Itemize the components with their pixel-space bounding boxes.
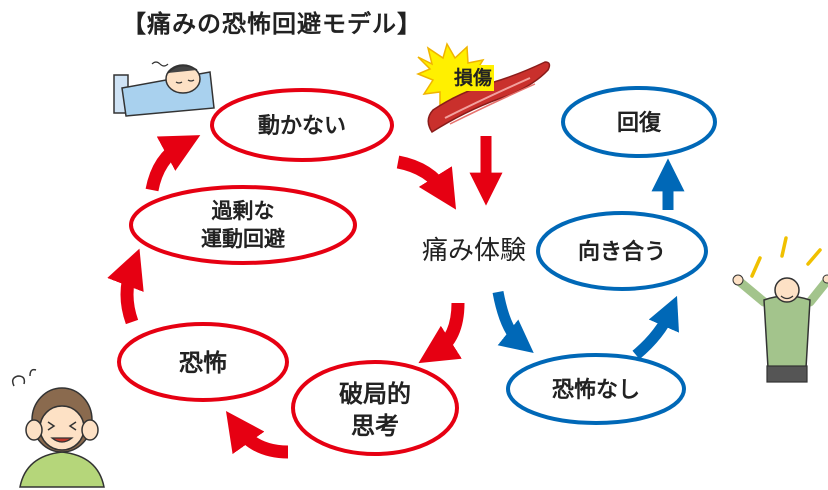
pain-experience-label: 痛み体験 xyxy=(422,236,526,266)
node-no-fear: 恐怖なし xyxy=(506,353,686,425)
arrow-no-fear-to-confronting xyxy=(632,295,679,360)
node-excessive-avoidance-line2: 運動回避 xyxy=(201,227,285,251)
node-catastrophizing-line2: 思考 xyxy=(351,412,399,440)
node-catastrophizing-line1: 破局的 xyxy=(339,380,411,408)
node-fear-label: 恐怖 xyxy=(179,349,227,377)
arrow-not-moving-to-pain xyxy=(396,155,457,210)
node-excessive-avoidance: 過剰な 運動回避 xyxy=(129,185,357,265)
recovery-arrows xyxy=(492,158,685,360)
diagram-title: 【痛みの恐怖回避モデル】 xyxy=(122,10,422,38)
cheering-person-icon xyxy=(732,236,828,383)
distressed-person-icon xyxy=(11,368,105,488)
node-fear: 恐怖 xyxy=(117,322,289,402)
node-confronting: 向き合う xyxy=(536,211,708,291)
arrow-avoidance-to-not-moving xyxy=(145,135,201,192)
arrow-fear-to-avoidance xyxy=(107,248,144,325)
node-not-moving: 動かない xyxy=(210,88,394,162)
node-excessive-avoidance-line1: 過剰な xyxy=(212,199,275,223)
arrow-catastrophizing-to-fear xyxy=(225,411,289,459)
node-no-fear-label: 恐怖なし xyxy=(552,377,640,403)
node-catastrophizing: 破局的 思考 xyxy=(291,360,459,456)
vicious-cycle-arrows xyxy=(107,135,503,459)
node-not-moving-label: 動かない xyxy=(258,114,346,139)
injured-muscle-icon xyxy=(416,42,551,134)
node-recovery: 回復 xyxy=(561,86,717,158)
node-confronting-label: 向き合う xyxy=(578,239,666,265)
injury-label: 損傷 xyxy=(454,66,492,89)
arrow-pain-to-no-fear xyxy=(492,290,534,354)
arrow-pain-to-catastrophizing xyxy=(418,302,465,364)
sleeping-person-icon xyxy=(113,61,215,117)
node-recovery-label: 回復 xyxy=(617,110,662,136)
